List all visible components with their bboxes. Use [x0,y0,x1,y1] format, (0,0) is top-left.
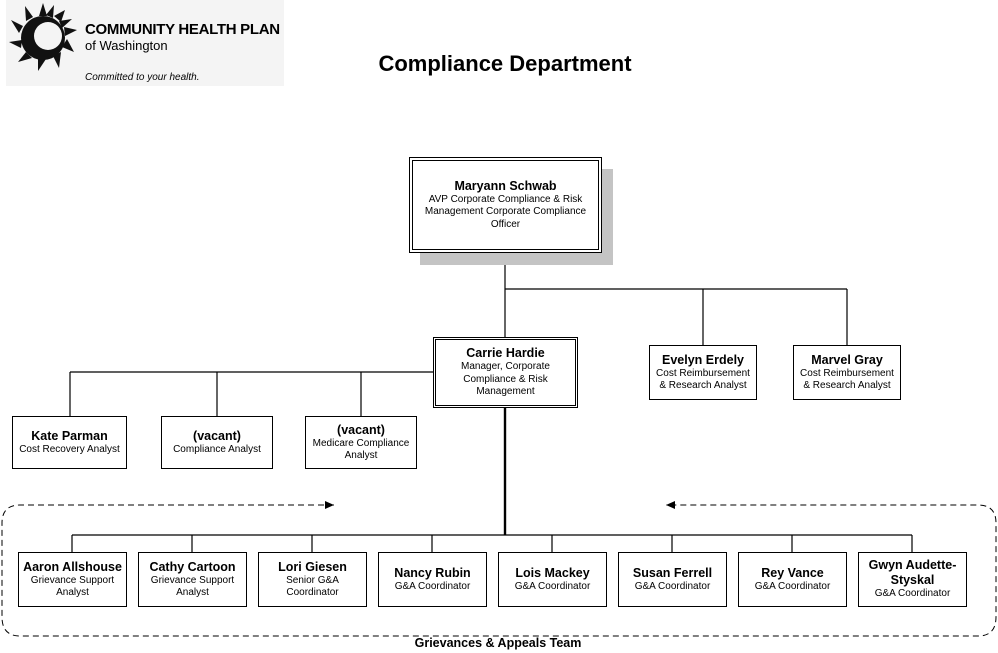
sun-logo-icon [9,3,77,71]
person-name: Cathy Cartoon [149,559,236,574]
person-role: Grievance Support Analyst [30,574,115,599]
person-name: Maryann Schwab [454,178,557,193]
page-title: Compliance Department [378,51,632,76]
arrow-left-icon [666,501,675,509]
person-role: G&A Coordinator [514,580,591,592]
team-member-box: Nancy Rubin G&A Coordinator [378,552,487,607]
person-name: Lois Mackey [515,565,590,580]
person-name: Marvel Gray [811,352,883,367]
person-role: G&A Coordinator [874,588,951,600]
team-member-box: Rey Vance G&A Coordinator [738,552,847,607]
team-member-box: Lois Mackey G&A Coordinator [498,552,607,607]
person-role: Grievance Support Analyst [150,574,235,599]
person-role: Compliance Analyst [173,443,261,455]
person-role: AVP Corporate Compliance & Risk Manageme… [424,193,587,230]
team-member-box: Susan Ferrell G&A Coordinator [618,552,727,607]
person-role: G&A Coordinator [394,580,471,592]
person-role: Senior G&A Coordinator [286,574,339,599]
person-name: Evelyn Erdely [662,352,744,367]
team-label: Grievances & Appeals Team [414,636,582,650]
team-member-box: Gwyn Audette-Styskal G&A Coordinator [858,552,967,607]
person-name: (vacant) [337,422,385,437]
person-role: Manager, Corporate Compliance & Risk Man… [461,361,550,398]
org-box-manager: Carrie Hardie Manager, Corporate Complia… [433,337,578,408]
logo-company-subtitle: of Washington [85,38,168,53]
person-name: Susan Ferrell [632,565,713,580]
org-box-marvel-gray: Marvel Gray Cost Reimbursement & Researc… [793,345,901,400]
person-name: Lori Giesen [278,559,347,574]
person-name: Carrie Hardie [466,346,545,361]
person-role: Medicare Compliance Analyst [312,437,410,462]
company-logo: COMMUNITY HEALTH PLAN of Washington Comm… [6,0,284,86]
org-box-kate-parman: Kate Parman Cost Recovery Analyst [12,416,127,469]
person-name: Kate Parman [31,428,108,443]
arrow-right-icon [325,501,334,509]
org-box-vacant-compliance: (vacant) Compliance Analyst [161,416,273,469]
org-box-avp: Maryann Schwab AVP Corporate Compliance … [409,157,602,253]
person-role: G&A Coordinator [754,580,831,592]
logo-tagline: Committed to your health. [85,72,200,83]
person-role: Cost Reimbursement & Research Analyst [800,367,894,392]
logo-company-name: COMMUNITY HEALTH PLAN [85,21,280,38]
person-name: Nancy Rubin [394,565,471,580]
team-boundary [1,504,997,637]
team-member-box: Cathy Cartoon Grievance Support Analyst [138,552,247,607]
person-role: G&A Coordinator [634,580,711,592]
team-member-box: Aaron Allshouse Grievance Support Analys… [18,552,127,607]
person-name: Aaron Allshouse [23,559,122,574]
person-role: Cost Reimbursement & Research Analyst [656,367,750,392]
person-name: Gwyn Audette-Styskal [868,558,957,588]
person-name: Rey Vance [761,565,824,580]
person-role: Cost Recovery Analyst [19,443,120,455]
team-member-box: Lori Giesen Senior G&A Coordinator [258,552,367,607]
org-box-evelyn-erdely: Evelyn Erdely Cost Reimbursement & Resea… [649,345,757,400]
org-box-vacant-medicare: (vacant) Medicare Compliance Analyst [305,416,417,469]
person-name: (vacant) [193,428,241,443]
